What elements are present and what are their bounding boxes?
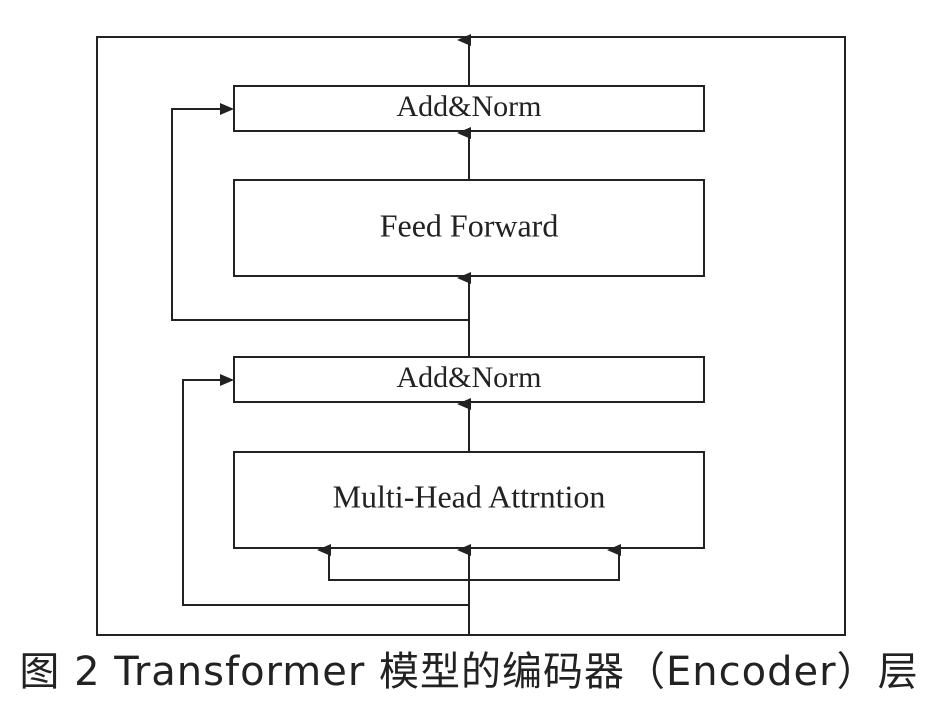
add-norm-top-label: Add&Norm (397, 90, 542, 123)
add-norm-bottom-label: Add&Norm (397, 361, 542, 394)
multi-head-attention-block (233, 451, 705, 549)
figure-caption: 图 2 Transformer 模型的编码器（Encoder）层 (19, 649, 919, 695)
multi-head-attention-label: Multi-Head Attrntion (333, 478, 606, 514)
lower-residual-connection (182, 374, 469, 606)
feed-forward-label: Feed Forward (380, 207, 559, 243)
feed-forward-block (233, 179, 705, 277)
encoder-layer-frame (96, 36, 846, 636)
qkv-branch-line (328, 550, 620, 581)
upper-residual-connection (171, 103, 469, 321)
